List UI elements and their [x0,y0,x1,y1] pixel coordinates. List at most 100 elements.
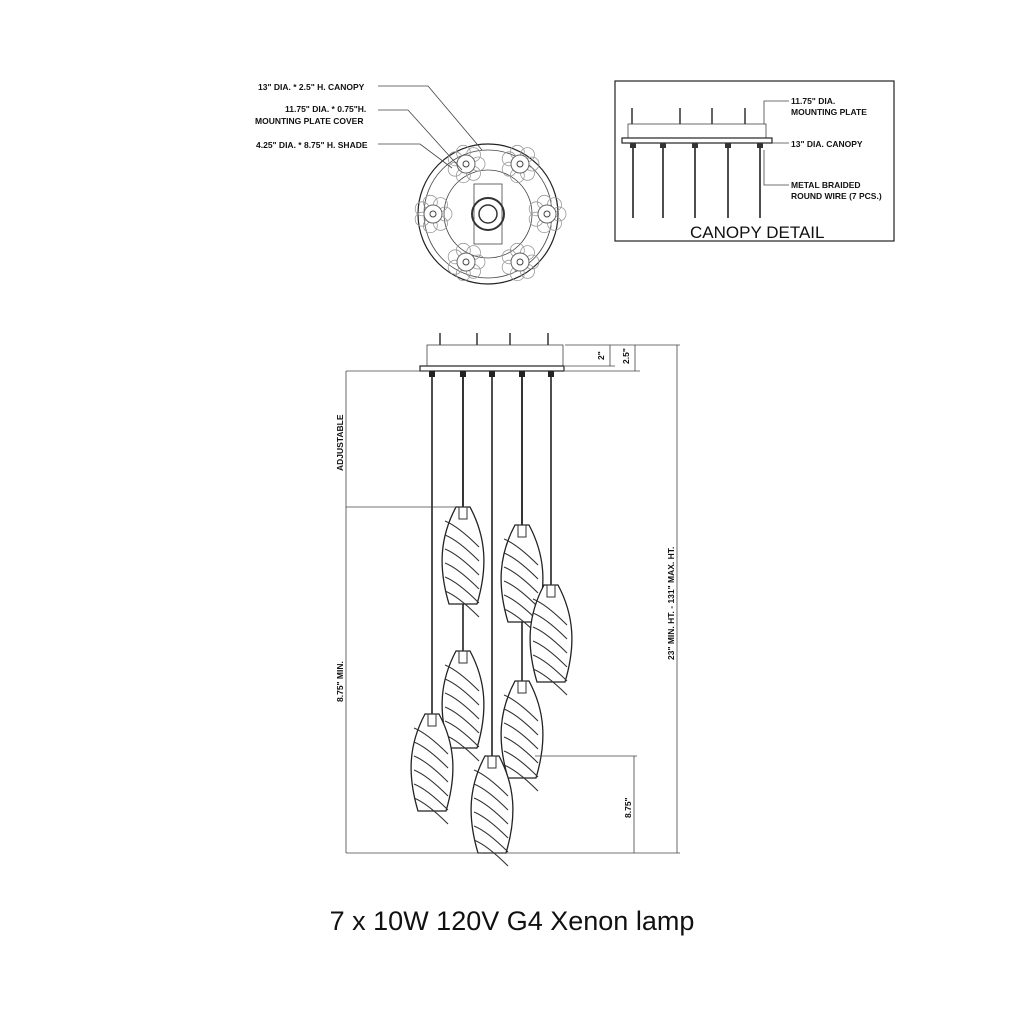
wire-ferrule [460,371,466,377]
shade-tops-group [414,144,567,282]
rosette-socket [462,160,470,168]
pendant-shades-group [410,506,573,867]
dim-adjustable-label: ADJUSTABLE [335,414,345,471]
shade-swirl [413,783,449,811]
detail-mounting-plate [627,123,767,139]
top-view: 13" DIA. * 2.5" H. CANOPY 11.75" DIA. * … [255,82,567,285]
shade-swirl [444,520,480,548]
shade-top-rosette [501,242,540,282]
elev-canopy-body [419,365,565,372]
shade-swirl [444,576,480,604]
callout-canopy: 13" DIA. * 2.5" H. CANOPY [258,82,365,92]
shade-swirl [444,720,480,748]
shade-swirl [532,626,568,654]
callout-plate-line2: MOUNTING PLATE COVER [255,116,363,126]
shade-swirl [444,590,480,618]
pendant-shade [500,680,544,792]
rosette-center [456,252,476,272]
shade-top-rosette [501,144,540,184]
dim-2in-label: 2" [596,351,606,360]
shade-swirl [503,538,539,566]
shade-swirl [503,694,539,722]
rosette-socket [516,160,524,168]
wire-ferrule [548,371,554,377]
shade-swirl [532,612,568,640]
shade-swirl [413,755,449,783]
detail-pins-group [631,108,746,124]
pendant-shade [441,650,485,762]
rosette-socket [462,258,470,266]
shade-swirl [503,552,539,580]
shade-swirl [473,839,509,867]
shade-body [441,650,485,749]
shade-top-rosette [528,194,567,234]
dim-overall-label: 23" MIN. HT. - 131" MAX. HT. [666,547,676,660]
shade-swirl [503,750,539,778]
rosette-socket [429,210,437,218]
dim-min-label: 8.75" MIN. [335,661,345,702]
detail-plate-line1: 11.75" DIA. [791,96,835,106]
wire-ferrule [519,371,525,377]
center-fixture-inner [478,204,498,224]
detail-wire-line1: METAL BRAIDED [791,180,861,190]
detail-canopy-label: 13" DIA. CANOPY [791,139,863,149]
shade-socket [517,680,527,694]
shade-swirl [532,668,568,696]
shade-top-rosette [414,194,453,234]
canopy-detail: 11.75" DIA. MOUNTING PLATE 13" DIA. CANO… [614,80,895,242]
shade-swirl [473,825,509,853]
shade-body [410,713,454,812]
shade-swirl [473,783,509,811]
rosette-center [510,154,530,174]
detail-plate-line2: MOUNTING PLATE [791,107,867,117]
shade-swirl [444,664,480,692]
mounting-plate-outline [443,169,533,259]
shade-socket [546,584,556,598]
detail-wires-group [630,143,763,218]
shade-socket [427,713,437,727]
shade-swirl [444,706,480,734]
detail-leader-plate [763,100,789,124]
shade-swirl [503,580,539,608]
wire-ferrule [489,371,495,377]
rosette-socket [543,210,551,218]
dim-25-label: 2.5" [621,348,631,364]
detail-wire-ferrule [692,143,698,148]
shade-swirl [473,797,509,825]
shade-body [529,584,573,683]
detail-title: CANOPY DETAIL [690,223,824,242]
wire-ferrule [429,371,435,377]
pendant-shade [470,755,514,867]
shade-swirl [503,722,539,750]
shade-body [441,506,485,605]
shade-swirl [413,741,449,769]
detail-frame [614,80,895,242]
shade-swirl [503,566,539,594]
shade-swirl [503,764,539,792]
elev-pins-group [439,333,549,345]
shade-swirl [444,534,480,562]
detail-wire-line2: ROUND WIRE (7 PCS.) [791,191,882,201]
detail-wire-ferrule [757,143,763,148]
shade-swirl [532,654,568,682]
shade-swirl [444,692,480,720]
shade-socket [517,524,527,538]
dim-bottom-label: 8.75" [623,797,633,818]
shade-swirl [413,727,449,755]
detail-wire-ferrule [630,143,636,148]
shade-socket [458,650,468,664]
rosette-center [456,154,476,174]
lamp-spec-caption: 7 x 10W 120V G4 Xenon lamp [329,906,695,936]
detail-canopy-body [621,137,773,144]
shade-socket [458,506,468,520]
shade-swirl [532,640,568,668]
shade-swirl [413,769,449,797]
shade-swirl [503,708,539,736]
callout-plate-line1: 11.75" DIA. * 0.75"H. [285,104,366,114]
pendant-shade [529,584,573,696]
leader-plate [378,109,463,171]
shade-body [500,680,544,779]
elev-mounting-plate [426,344,564,367]
detail-leader-wire [763,150,789,186]
